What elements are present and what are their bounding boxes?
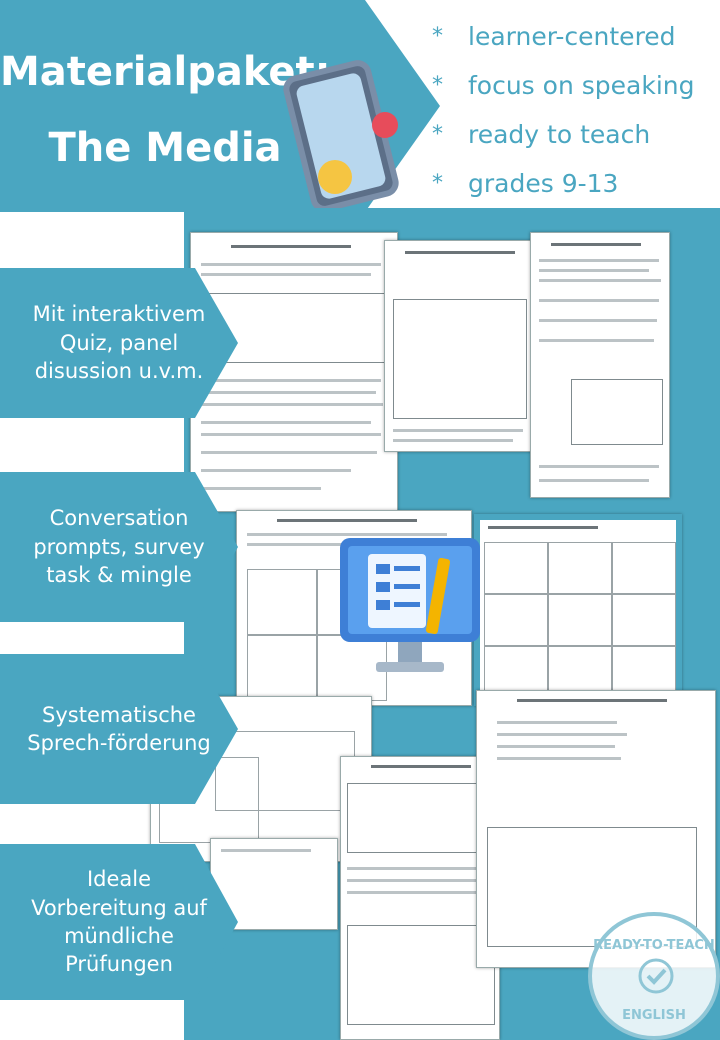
star-icon: * — [432, 122, 443, 147]
star-icon: * — [432, 73, 443, 98]
monitor-checklist-icon — [340, 538, 480, 672]
side-label-pruefungen: Ideale Vorbereitung auf mündliche Prüfun… — [0, 844, 238, 1000]
ready-to-teach-stamp: READY-TO-TEACH ENGLISH — [588, 912, 720, 1040]
side-label-text: Mit interaktivem Quiz, panel disussion u… — [32, 302, 206, 384]
worksheet-conversation-prompts — [474, 514, 682, 706]
worksheet-survey-task — [530, 232, 670, 498]
side-label-conversation: Conversation prompts, survey task & ming… — [0, 472, 238, 622]
feature-label: ready to teach — [468, 120, 651, 149]
worksheet-speech-prep — [384, 240, 534, 452]
feature-label: grades 9-13 — [468, 169, 619, 198]
feature-item: * grades 9-13 — [432, 159, 694, 208]
worksheet-panel-discussion-2 — [340, 756, 500, 1040]
side-label-text: Ideale Vorbereitung auf mündliche Prüfun… — [31, 867, 207, 977]
side-label-sprechfoerderung: Systematische Sprech-förderung — [0, 654, 238, 804]
feature-item: * focus on speaking — [432, 61, 694, 110]
hero-title-line2: The Media — [48, 125, 282, 171]
star-icon: * — [432, 24, 443, 49]
hero-title-line1: Materialpaket: — [0, 49, 331, 95]
worksheet-speech-checklist — [476, 690, 716, 968]
side-label-text: Systematische Sprech-förderung — [27, 702, 211, 755]
emoji-icon — [318, 160, 352, 194]
feature-item: * learner-centered — [432, 12, 694, 61]
side-label-quiz: Mit interaktivem Quiz, panel disussion u… — [0, 268, 238, 418]
like-icon — [372, 112, 398, 138]
star-icon: * — [432, 171, 443, 196]
feature-list: * learner-centered * focus on speaking *… — [432, 12, 694, 208]
feature-label: learner-centered — [468, 22, 676, 51]
side-label-text: Conversation prompts, survey task & ming… — [33, 506, 205, 588]
feature-label: focus on speaking — [468, 71, 695, 100]
feature-item: * ready to teach — [432, 110, 694, 159]
